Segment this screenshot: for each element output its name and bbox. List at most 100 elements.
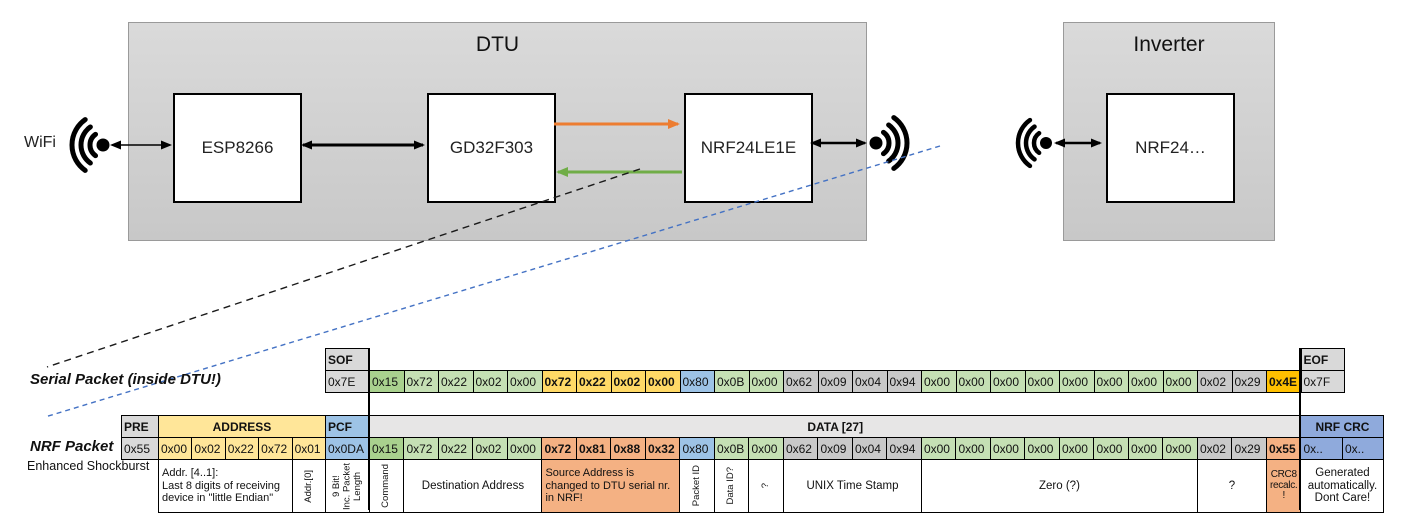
nrf-byte-cell: 0x55: [1265, 437, 1302, 460]
chip-gd32f303: GD32F303: [427, 93, 556, 203]
nrf-byte-cell: 0x00: [1127, 437, 1164, 460]
serial-byte-cell: 0x00: [990, 370, 1026, 393]
wifi-icon-dtu-right: [869, 115, 910, 171]
annotation-cell: ?: [1196, 459, 1267, 513]
nrf-byte-cell: 0x72: [258, 437, 293, 460]
nrf-byte-cell: 0x22: [437, 437, 474, 460]
chip-nrf24le1e-label: NRF24LE1E: [700, 138, 797, 157]
nrf-byte-cell: 0x01: [291, 437, 326, 460]
sof-header: SOF: [325, 348, 370, 371]
nrf-packet-label: NRF Packet: [30, 438, 114, 455]
chip-nrf24le1e: NRF24LE1E: [684, 93, 813, 203]
chip-gd32f303-label: GD32F303: [449, 138, 534, 157]
field-header: ADDRESS: [158, 415, 326, 438]
field-divider-left: [368, 348, 370, 510]
nrf-byte-cell: 0x00: [955, 437, 991, 460]
nrf-byte-cell: 0x00: [506, 437, 543, 460]
nrf-byte-cell: 0x94: [886, 437, 922, 460]
wifi-icon-inverter: [1015, 117, 1052, 169]
serial-byte-cell: 0x4E: [1266, 370, 1302, 393]
serial-byte-cell: 0x02: [1197, 370, 1233, 393]
annotation-cell: 9 Bit! Inc. Packet Length: [324, 459, 370, 513]
field-divider-right: [1299, 348, 1301, 510]
serial-byte-cell: 0x22: [576, 370, 612, 393]
chip-nrf24-inverter: NRF24…: [1106, 93, 1235, 203]
nrf-byte-cell: 0x22: [224, 437, 260, 460]
nrf-byte-cell: 0x55: [121, 437, 159, 460]
nrf-byte-cell: 0x09: [817, 437, 853, 460]
nrf-byte-cell: 0x04: [851, 437, 888, 460]
serial-byte-cell: 0x80: [679, 370, 715, 393]
eof-header: EOF: [1300, 348, 1345, 371]
field-header: PCF: [324, 415, 370, 438]
annotation-cell: Addr. [4..1]: Last 8 digits of receiving…: [158, 459, 293, 513]
nrf-byte-cell: 0x81: [575, 437, 612, 460]
nrf-byte-cell: 0x29: [1231, 437, 1267, 460]
nrf-byte-cell: 0x02: [191, 437, 226, 460]
serial-byte-cell: 0x29: [1231, 370, 1267, 393]
dtu-title: DTU: [475, 33, 520, 56]
nrf-byte-cell: 0x80: [679, 437, 715, 460]
annotation-cell: Generated automatically. Dont Care!: [1300, 459, 1385, 513]
serial-byte-cell: 0x72: [403, 370, 439, 393]
nrf-byte-cell: 0x00: [157, 437, 193, 460]
nrf-byte-cell: 0x..: [1341, 437, 1385, 460]
chip-esp8266: ESP8266: [173, 93, 302, 203]
field-header: DATA [27]: [368, 415, 1302, 438]
annotation-cell: ?: [748, 459, 784, 513]
serial-byte-cell: 0x94: [886, 370, 922, 393]
serial-packet-label: Serial Packet (inside DTU!): [30, 371, 221, 388]
nrf-byte-cell: 0x72: [403, 437, 439, 460]
annotation-cell: Packet ID: [679, 459, 715, 513]
nrf-byte-cell: 0x00: [989, 437, 1026, 460]
field-header: NRF CRC: [1300, 415, 1385, 438]
nrf-byte-cell: 0x88: [610, 437, 646, 460]
annotation-cell: CRC8 recalc. !: [1265, 459, 1302, 513]
annotation-cell: Addr.[0]: [291, 459, 326, 513]
chip-nrf24-label: NRF24…: [1135, 138, 1206, 157]
annotation-cell: UNIX Time Stamp: [782, 459, 922, 513]
serial-byte-cell: 0x02: [472, 370, 508, 393]
annotation-cell: Zero (?): [920, 459, 1198, 513]
nrf-byte-cell: 0x00: [1058, 437, 1095, 460]
nrf-byte-cell: 0x00: [1162, 437, 1198, 460]
wifi-icon-left: [69, 117, 110, 173]
serial-byte-cell: 0x72: [541, 370, 577, 393]
nrf-byte-cell: 0x15: [368, 437, 405, 460]
nrf-byte-cell: 0x72: [541, 437, 577, 460]
nrf-byte-cell: 0x00: [920, 437, 957, 460]
serial-byte-cell: 0x09: [817, 370, 853, 393]
serial-byte-cell: 0x00: [1093, 370, 1129, 393]
annotation-cell: Destination Address: [403, 459, 543, 513]
inverter-title: Inverter: [1133, 33, 1205, 56]
serial-header-spacer: [370, 349, 1302, 371]
annotation-cell: Source Address is changed to DTU serial …: [541, 459, 681, 513]
field-header: PRE: [121, 415, 159, 438]
serial-byte-cell: 0x02: [610, 370, 646, 393]
chip-esp8266-label: ESP8266: [201, 138, 274, 157]
nrf-byte-cell: 0x00: [1093, 437, 1129, 460]
nrf-byte-cell: 0x32: [644, 437, 681, 460]
annotation-cell: Data ID?: [713, 459, 750, 513]
serial-byte-cell: 0x00: [1059, 370, 1095, 393]
serial-byte-cell: 0x62: [783, 370, 819, 393]
serial-byte-cell: 0x22: [438, 370, 474, 393]
serial-byte-cell: 0x00: [955, 370, 991, 393]
serial-byte-cell: 0x15: [369, 370, 405, 393]
annotation-cell: Command: [368, 459, 405, 513]
serial-byte-cell: 0x00: [1024, 370, 1060, 393]
serial-byte-cell: 0x00: [507, 370, 543, 393]
serial-byte-cell: 0x00: [1128, 370, 1164, 393]
nrf-byte-cell: 0x02: [472, 437, 508, 460]
serial-byte-cell: 0x00: [1162, 370, 1198, 393]
inverter-group: Inverter: [1063, 22, 1275, 241]
enhanced-shockburst-label: Enhanced Shockburst: [27, 459, 150, 473]
annotation-cell: [122, 460, 159, 513]
serial-byte-cell: 0x04: [852, 370, 888, 393]
nrf-byte-cell: 0x00: [1024, 437, 1060, 460]
serial-byte-cell: 0x0B: [714, 370, 750, 393]
serial-byte-cell: 0x00: [645, 370, 681, 393]
